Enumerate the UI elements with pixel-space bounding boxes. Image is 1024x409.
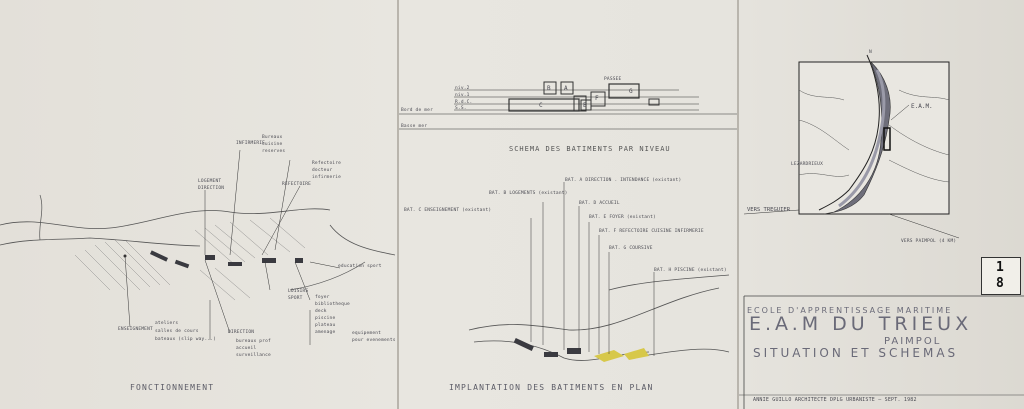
- legend-bat-h: BAT. H PISCINE (existant): [654, 268, 727, 273]
- map-label-eam: E.A.M.: [911, 103, 933, 110]
- legend-bat-d: BAT. D ACCUEIL: [579, 201, 620, 206]
- label-enseignement: ENSEIGNEMENT: [118, 327, 153, 332]
- section-label-niv2: niv.2: [455, 86, 470, 91]
- title-line-1: ECOLE D'APPRENTISSAGE MARITIME: [747, 306, 953, 315]
- block-letter-a: A: [564, 85, 568, 92]
- map-label-treguier: VERS TREGUIER: [747, 207, 791, 213]
- block-letter-b: B: [547, 85, 551, 92]
- legend-bat-g: BAT. G COURSIVE: [609, 246, 653, 251]
- map-label-lezardrieux: LEZARDRIEUX: [791, 162, 824, 167]
- map-label-north: N: [869, 50, 872, 55]
- panel-implantation: PASSEE niv.2 niv.1 R.d.C. S.S. Bord de m…: [399, 0, 737, 409]
- label-direction: DIRECTION: [228, 330, 255, 335]
- functional-diagram: [0, 149, 396, 345]
- block-letter-g: G: [629, 88, 633, 95]
- section-label-passee: PASSEE: [604, 77, 622, 82]
- block-letter-c: C: [539, 102, 543, 109]
- label-refectoire-caps: REFECTOIRE: [282, 182, 312, 187]
- caption-fonctionnement: FONCTIONNEMENT: [130, 383, 215, 392]
- sheet-number: 1: [996, 260, 1004, 275]
- label-education: education sport: [338, 264, 382, 269]
- legend-bat-b: BAT. B LOGEMENTS (existant): [489, 191, 568, 196]
- legend-bat-c: BAT. C ENSEIGNEMENT (existant): [404, 208, 492, 213]
- sheet-total: 8: [996, 276, 1004, 291]
- title-line-4: SITUATION ET SCHEMAS: [753, 346, 959, 360]
- location-map: [739, 54, 1024, 409]
- section-title: SCHEMA DES BATIMENTS PAR NIVEAU: [509, 145, 671, 153]
- footer-credit: ANNIE GUILLO ARCHITECTE DPLG URBANISTE —…: [753, 397, 917, 403]
- section-label-ss: S.S.: [455, 106, 467, 111]
- section-label-niv1: niv.1: [455, 93, 470, 98]
- title-line-3: PAIMPOL: [884, 336, 942, 347]
- block-letter-e: E: [583, 102, 587, 109]
- block-letter-f: F: [595, 95, 599, 102]
- section-label-bord-de-mer: Bord de mer: [401, 108, 434, 113]
- section-diagram: [399, 81, 737, 362]
- title-line-2: E.A.M DU TRIEUX: [749, 313, 973, 335]
- map-label-paimpol: VERS PAIMPOL (4 KM): [901, 239, 957, 244]
- label-infirmerie: INFIRMERIE: [236, 141, 266, 146]
- sheet-number-box: 1 8: [981, 257, 1021, 295]
- section-label-rdc: R.d.C.: [455, 100, 473, 105]
- caption-implantation: IMPLANTATION DES BATIMENTS EN PLAN: [449, 383, 654, 392]
- fold-line: [737, 0, 739, 409]
- panel-situation: N E.A.M. LEZARDRIEUX VERS TREGUIER VERS …: [739, 0, 1024, 409]
- section-label-basse-mer: Basse mer: [401, 124, 428, 129]
- fold-line: [397, 0, 399, 409]
- legend-bat-f: BAT. F REFECTOIRE CUISINE INFIRMERIE: [599, 229, 704, 234]
- legend-bat-a: BAT. A DIRECTION . INTENDANCE (existant): [565, 178, 682, 183]
- legend-bat-e: BAT. E FOYER (existant): [589, 215, 656, 220]
